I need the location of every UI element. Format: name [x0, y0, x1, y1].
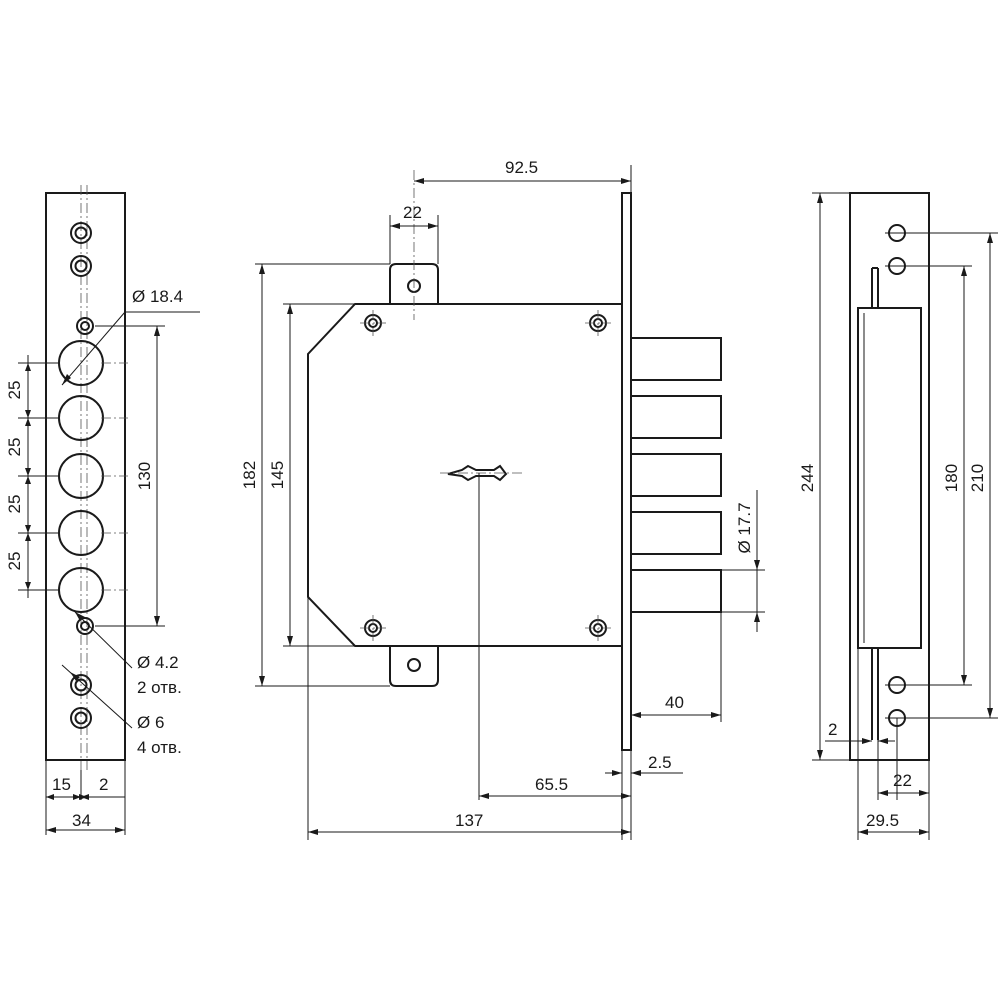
lock-faceplate: [621, 192, 632, 751]
bolt: [630, 453, 722, 497]
dim-case-depth: 137: [455, 811, 483, 830]
dim-width: 29.5: [866, 811, 899, 830]
dim-pitch-3: 25: [5, 495, 24, 514]
dim-gap: 2: [99, 775, 108, 794]
side-plate-outline: [849, 192, 930, 761]
dim-backset: 65.5: [535, 775, 568, 794]
dim-hole-span-inner: 180: [942, 464, 961, 492]
dim-hole-large: Ø 18.4: [132, 287, 183, 306]
dim-hole-screw-count: 4 отв.: [137, 738, 182, 757]
dim-height-outer: 182: [240, 461, 259, 489]
faceplate-view: Ø 18.4 25 25 25 25 130 Ø 4.2 2 отв.: [5, 185, 200, 835]
bolt: [630, 395, 722, 439]
dim-lug: 22: [403, 203, 422, 222]
dim-hole-small: Ø 4.2: [137, 653, 179, 672]
dim-width: 34: [72, 811, 91, 830]
dim-pitch-1: 25: [5, 381, 24, 400]
screw-hole: [70, 222, 92, 244]
dim-pitch-4: 25: [5, 552, 24, 571]
bolt: [630, 511, 722, 555]
dim-top: 92.5: [505, 158, 538, 177]
lock-case-side: [857, 307, 922, 649]
dim-bolt-dia: Ø 17.7: [735, 502, 754, 553]
screw-hole: [70, 674, 92, 696]
screw-hole: [70, 707, 92, 729]
small-hole: [76, 617, 94, 635]
dim-small: 2: [828, 720, 837, 739]
bolt: [630, 569, 722, 613]
dim-total-height: 244: [798, 464, 817, 492]
screw-hole: [70, 255, 92, 277]
keyhole-icon: [440, 464, 525, 482]
dim-pitch-2: 25: [5, 438, 24, 457]
dim-span: 130: [135, 462, 154, 490]
side-view: 244 180 210 2 22 29.5: [798, 192, 998, 840]
mounting-lug-bottom: [389, 646, 439, 687]
dim-hole-screw: Ø 6: [137, 713, 164, 732]
dim-height-inner: 145: [268, 461, 287, 489]
bolt: [630, 337, 722, 381]
lock-body-view: 92.5 22 182 145 Ø 17.7 40: [240, 158, 765, 840]
dim-hole-small-count: 2 отв.: [137, 678, 182, 697]
dim-hole-span-outer: 210: [968, 464, 987, 492]
small-hole: [76, 317, 94, 335]
dim-bolt-throw: 40: [665, 693, 684, 712]
dim-hole-offset: 22: [893, 771, 912, 790]
dim-offset: 15: [52, 775, 71, 794]
dim-faceplate: 2.5: [648, 753, 672, 772]
lock-case: [307, 303, 629, 647]
